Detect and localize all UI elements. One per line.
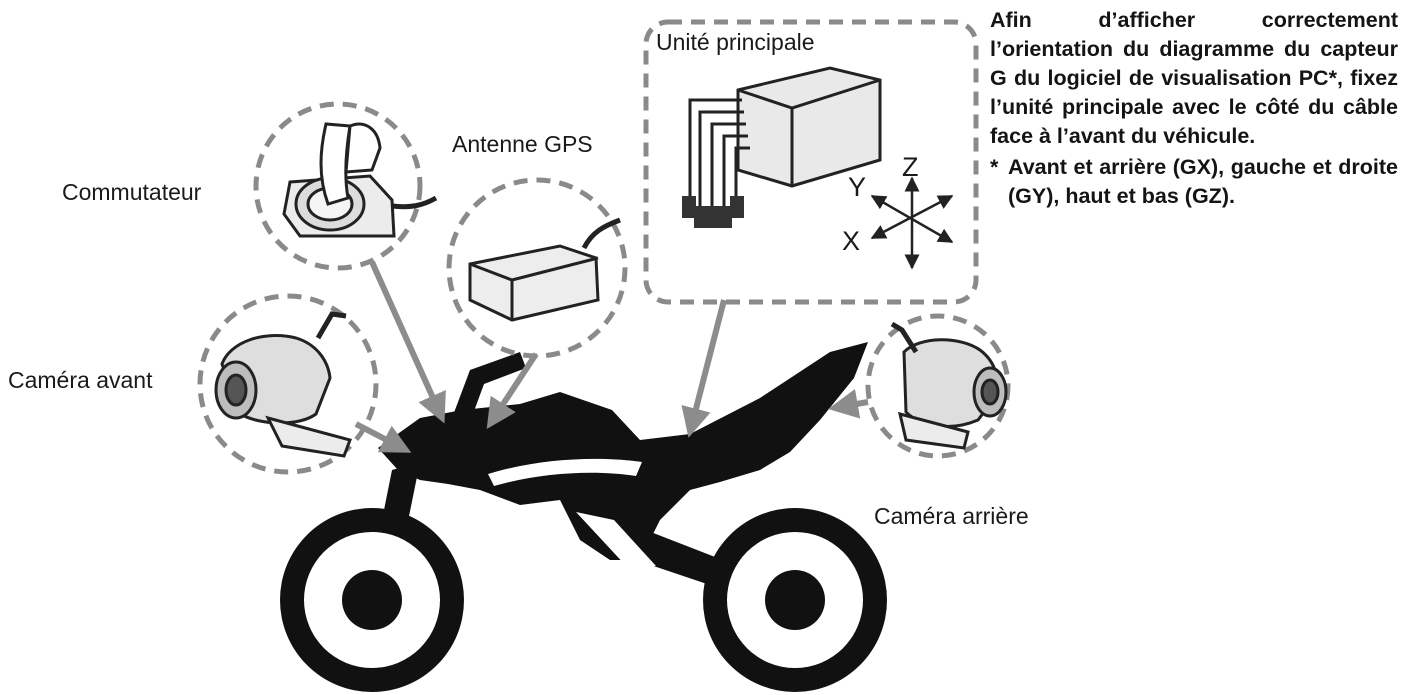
gps-label: Antenne GPS bbox=[452, 131, 593, 157]
main-unit-label: Unité principale bbox=[656, 29, 815, 55]
motorcycle-highlights bbox=[304, 458, 863, 668]
switch-label: Commutateur bbox=[62, 179, 202, 205]
front-camera-callout bbox=[197, 293, 379, 475]
x-axis-line bbox=[870, 194, 954, 240]
main-unit-callout bbox=[643, 19, 979, 305]
gps-arrow bbox=[486, 352, 539, 430]
installation-note: Afin d’afficher correctement l’orientati… bbox=[990, 6, 1398, 211]
main-unit-arrow bbox=[681, 299, 727, 438]
footnote-mark: * bbox=[990, 155, 999, 179]
switch-callout bbox=[253, 101, 423, 271]
pointer-arrows bbox=[354, 260, 869, 453]
switch-arrow bbox=[369, 260, 446, 424]
main-unit-icon bbox=[682, 66, 882, 228]
z-axis-label: Z bbox=[902, 152, 919, 182]
y-axis-label: Y bbox=[848, 172, 866, 202]
footnote-text: Avant et arrière (GX), gauche et droite … bbox=[1008, 155, 1398, 208]
note-text: Afin d’afficher correctement l’orientati… bbox=[990, 8, 1398, 148]
x-axis-label: X bbox=[842, 226, 860, 256]
rear-camera-icon bbox=[890, 321, 1008, 450]
front-camera-icon bbox=[214, 311, 352, 458]
front-camera-arrow bbox=[354, 421, 412, 453]
rear-camera-arrow bbox=[828, 389, 869, 419]
gps-antenna-icon bbox=[468, 217, 621, 322]
footnote: * Avant et arrière (GX), gauche et droit… bbox=[990, 153, 1398, 211]
switch-device-icon bbox=[282, 122, 438, 238]
rear-camera-label: Caméra arrière bbox=[874, 503, 1029, 529]
axis-indicator bbox=[870, 176, 954, 270]
rear-camera-callout bbox=[865, 313, 1011, 459]
front-camera-label: Caméra avant bbox=[8, 367, 153, 393]
